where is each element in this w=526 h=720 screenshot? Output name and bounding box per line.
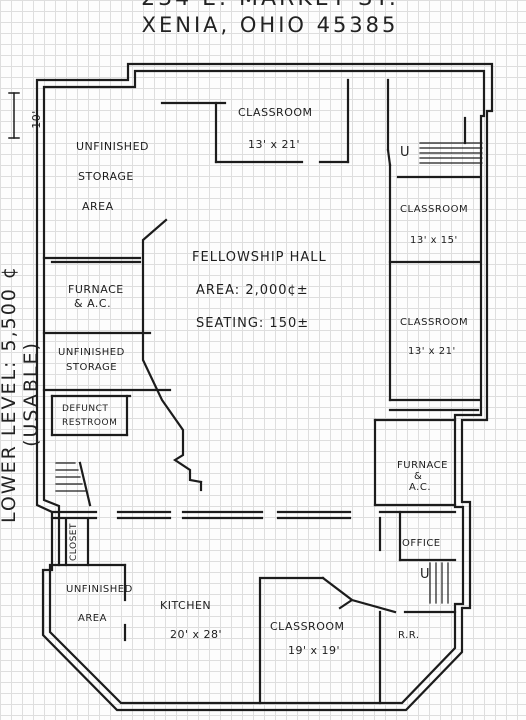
defunct-restroom-line1: DEFUNCT	[62, 404, 109, 414]
office-label: OFFICE	[402, 538, 441, 549]
unfinished-storage-line2: STORAGE	[66, 362, 118, 373]
classroom-bottom-size: 19' x 19'	[288, 644, 341, 657]
furnace-right-line2: &	[414, 471, 423, 482]
address-line-2: XENIA, OHIO 45385	[141, 13, 399, 37]
unfinished-storage-area-line3: AREA	[82, 200, 114, 213]
fellowship-hall-name: FELLOWSHIP HALL	[192, 250, 327, 265]
classroom-right-1-size: 13' x 15'	[410, 235, 458, 246]
classroom-bottom-name: CLASSROOM	[270, 620, 345, 633]
restroom-label: R.R.	[398, 630, 420, 641]
furnace-left-line1: FURNACE	[68, 283, 124, 296]
furnace-right-line1: FURNACE	[397, 460, 448, 471]
unfinished-area-line2: AREA	[78, 613, 107, 624]
closet-label: CLOSET	[68, 523, 79, 561]
classroom-top-name: CLASSROOM	[238, 106, 313, 119]
address-line-1: 234 E. MARKET ST.	[105, 0, 435, 11]
stair-up-mark-bottom: U	[420, 567, 431, 582]
fellowship-hall-seating: SEATING: 150±	[196, 316, 310, 331]
defunct-restroom-line2: RESTROOM	[62, 418, 118, 428]
unfinished-storage-line1: UNFINISHED	[58, 347, 125, 358]
unfinished-storage-area-line2: STORAGE	[78, 170, 134, 183]
classroom-right-2-size: 13' x 21'	[408, 346, 456, 357]
classroom-top-size: 13' x 21'	[248, 138, 301, 151]
kitchen-name: KITCHEN	[160, 599, 212, 612]
furnace-right-line3: A.C.	[409, 482, 432, 493]
furnace-left-line2: & A.C.	[74, 297, 112, 310]
stair-up-mark-top: U	[400, 145, 411, 160]
classroom-right-1-name: CLASSROOM	[400, 204, 469, 215]
kitchen-size: 20' x 28'	[170, 628, 223, 641]
fellowship-hall-area: AREA: 2,000¢±	[196, 283, 309, 298]
unfinished-storage-area-line1: UNFINISHED	[76, 140, 149, 153]
unfinished-area-line1: UNFINISHED	[66, 584, 133, 595]
classroom-right-2-name: CLASSROOM	[400, 317, 469, 328]
